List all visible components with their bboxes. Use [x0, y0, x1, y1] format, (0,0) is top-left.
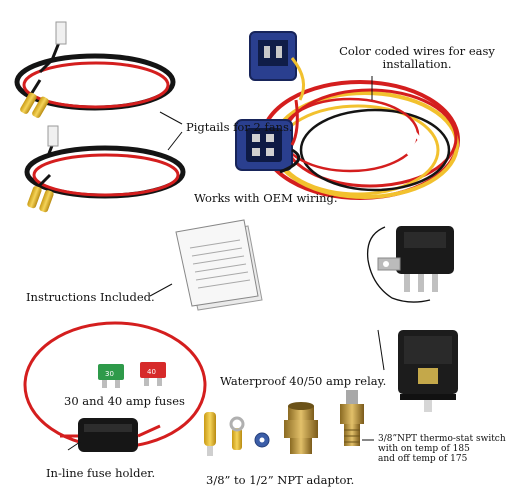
caption-fuses: 30 and 40 amp fuses — [64, 394, 185, 408]
caption-thermo: 3/8”NPT thermo-stat switch with on temp … — [378, 434, 506, 464]
caption-instructions: Instructions Included. — [26, 290, 155, 304]
instructions-booklet — [175, 219, 263, 311]
caption-thermo-line3: and off temp of 175 — [378, 454, 468, 464]
relay-frame — [366, 226, 431, 303]
pigtail-harness-1 — [14, 21, 176, 118]
relay-top — [377, 226, 454, 292]
npt-adaptor — [284, 402, 318, 454]
caption-pigtails: Pigtails for 2 fans. — [186, 120, 293, 134]
fuse-green: 30 — [98, 364, 124, 388]
svg-text:30: 30 — [105, 370, 114, 378]
caption-thermo-line2: with on temp of 185 — [378, 444, 470, 454]
pigtails-pointers — [159, 111, 183, 151]
relay-pointer — [377, 329, 385, 371]
fuse-red: 40 — [140, 362, 166, 386]
svg-text:40: 40 — [147, 368, 156, 376]
caption-thermo-line1: 3/8”NPT thermo-stat switch — [378, 434, 506, 444]
relay-bottom — [398, 330, 458, 412]
instructions-pointer — [149, 283, 173, 297]
caption-oem: Works with OEM wiring. — [194, 191, 338, 205]
terminals — [204, 412, 270, 456]
caption-adaptor: 3/8” to 1/2” NPT adaptor. — [206, 473, 355, 487]
pigtail-harness-2 — [24, 125, 186, 213]
caption-fuse-holder: In-line fuse holder. — [46, 466, 156, 480]
caption-relay: Waterproof 40/50 amp relay. — [220, 374, 387, 388]
inline-fuse-holder — [23, 321, 207, 452]
caption-color-coded: Color coded wires for easy installation. — [339, 44, 495, 71]
relay-harness — [235, 31, 460, 200]
thermo-switch — [340, 390, 364, 446]
